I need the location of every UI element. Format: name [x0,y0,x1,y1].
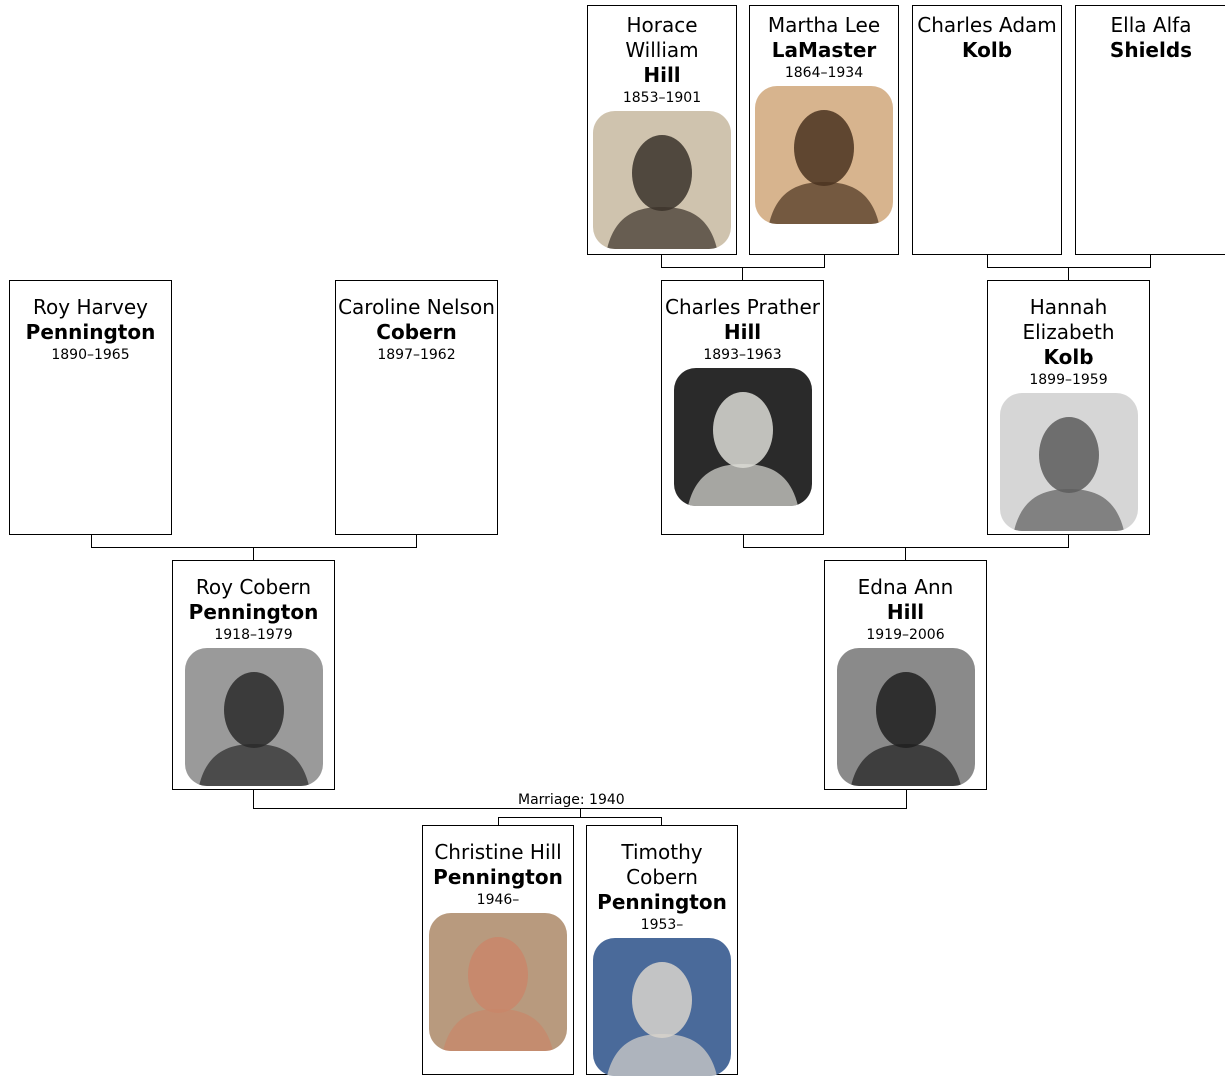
life-dates: 1853–1901 [622,90,702,106]
portrait-photo [593,111,731,249]
given-name: Charles Adam [917,13,1057,37]
portrait-photo [593,938,731,1076]
given-name: Martha Lee [767,13,881,37]
connector-line [743,547,1069,548]
portrait-photo [836,648,975,786]
surname: LaMaster [771,38,877,62]
portrait-photo [673,368,812,506]
connector-line [661,817,662,825]
connector-line [987,267,1151,268]
life-dates: 1893–1963 [703,347,782,363]
portrait-photo [999,393,1138,531]
connector-line [91,547,417,548]
connector-line [580,808,581,818]
surname: Cobern [376,320,457,344]
connector-line [743,535,744,548]
life-dates: 1918–1979 [214,627,293,643]
surname: Hill [643,63,681,87]
given-name: Christine Hill [434,840,562,864]
connector-line [498,817,662,818]
given-name: Timothy Cobern [621,840,703,889]
connector-line [1068,267,1069,280]
given-name: Edna Ann [857,575,954,599]
marriage-label: Marriage: 1940 [518,792,625,808]
given-name: Hannah Elizabeth [1022,295,1115,344]
connector-line [253,547,254,560]
given-name: Charles Prather [665,295,820,319]
portrait-photo [755,86,893,224]
connector-line [253,790,254,809]
surname: Pennington [433,865,563,889]
connector-line [824,255,825,268]
surname: Pennington [597,890,727,914]
surname: Shields [1109,38,1193,62]
portrait-photo [429,913,567,1051]
given-name: Roy Harvey [33,295,148,319]
surname: Kolb [1043,345,1094,369]
connector-line [905,547,906,560]
connector-line [1068,535,1069,548]
life-dates: 1864–1934 [784,65,864,81]
connector-line [661,255,662,268]
surname: Kolb [961,38,1013,62]
connector-line [906,790,907,809]
life-dates: 1899–1959 [1029,372,1108,388]
given-name: Horace William [625,13,699,62]
connector-line [987,255,988,268]
connector-line [1150,255,1151,268]
surname: Pennington [188,600,319,624]
given-name: Roy Cobern [195,575,312,599]
life-dates: 1890–1965 [51,347,130,363]
connector-line [661,267,825,268]
given-name: Caroline Nelson [338,295,495,319]
life-dates: 1919–2006 [866,627,945,643]
surname: Hill [723,320,762,344]
life-dates: 1897–1962 [377,347,456,363]
portrait-photo [184,648,323,786]
connector-line [416,535,417,548]
connector-line [498,817,499,825]
surname: Hill [886,600,925,624]
connector-line [91,535,92,548]
given-name: Ella Alfa [1110,13,1192,37]
life-dates: 1946– [476,892,520,908]
connector-line [742,267,743,280]
surname: Pennington [25,320,156,344]
life-dates: 1953– [640,917,684,933]
